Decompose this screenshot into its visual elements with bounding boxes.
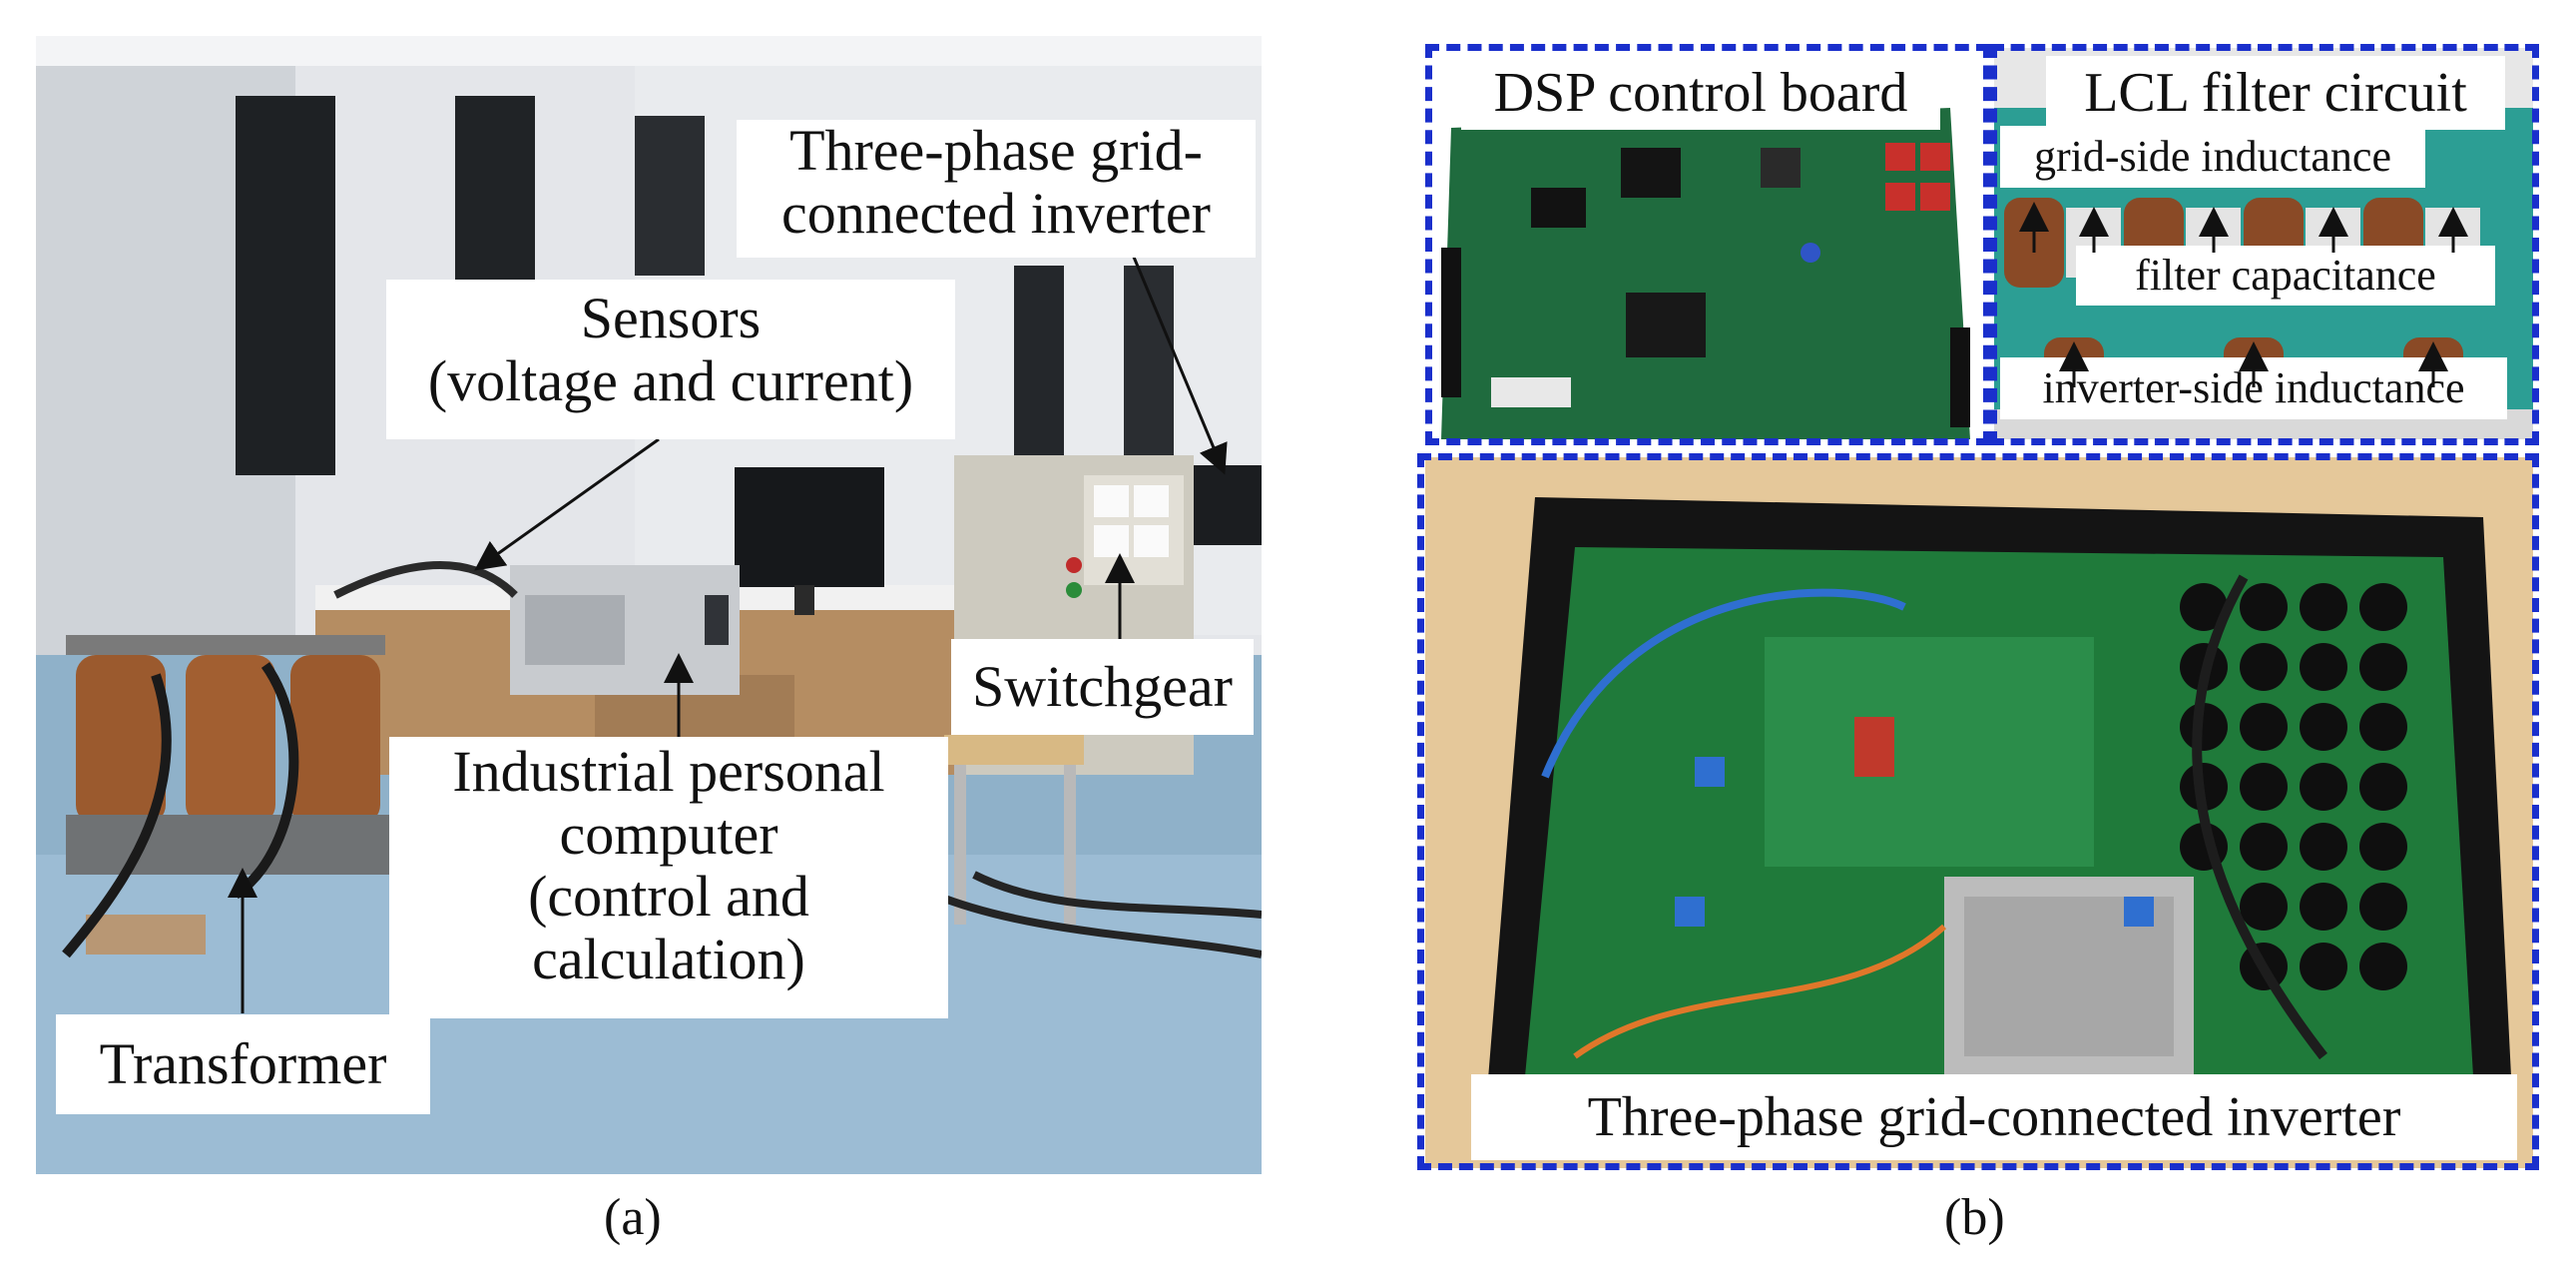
inverter-frame bbox=[1417, 453, 2539, 1170]
label-text: Transformer bbox=[99, 1031, 387, 1096]
label-grid-side-inductance: grid-side inductance bbox=[2000, 126, 2425, 188]
label-text: LCL filter circuit bbox=[2084, 62, 2467, 124]
label-filter-capacitance: filter capacitance bbox=[2076, 246, 2495, 306]
label-dsp-board: DSP control board bbox=[1461, 56, 1940, 130]
label-sensors: Sensors (voltage and current) bbox=[386, 280, 955, 439]
label-lcl-filter: LCL filter circuit bbox=[2046, 56, 2505, 130]
label-line: connected inverter bbox=[781, 180, 1211, 246]
label-line: (voltage and current) bbox=[427, 347, 914, 413]
label-switchgear: Switchgear bbox=[951, 639, 1254, 735]
label-line: Industrial personal bbox=[452, 739, 885, 804]
dsp-board-photo bbox=[1431, 48, 1978, 439]
label-text: Three-phase grid-connected inverter bbox=[1587, 1086, 2401, 1148]
dsp-board-frame bbox=[1425, 44, 1990, 445]
label-line: Three-phase grid- bbox=[789, 118, 1203, 183]
label-text: DSP control board bbox=[1493, 62, 1908, 124]
label-text: filter capacitance bbox=[2135, 251, 2436, 300]
label-line: computer bbox=[559, 801, 778, 867]
label-line: Sensors bbox=[580, 286, 762, 350]
lcl-filter-frame bbox=[1990, 44, 2539, 445]
label-three-phase-inverter-b: Three-phase grid-connected inverter bbox=[1471, 1074, 2517, 1160]
label-industrial-pc: Industrial personal computer (control an… bbox=[389, 737, 948, 1018]
lcl-arrows bbox=[2019, 202, 2468, 387]
label-text: grid-side inductance bbox=[2034, 132, 2391, 181]
label-line: calculation) bbox=[532, 926, 805, 991]
label-transformer: Transformer bbox=[56, 1014, 430, 1114]
label-three-phase-inverter-a: Three-phase grid- connected inverter bbox=[737, 118, 1256, 258]
inverter-photo bbox=[1425, 457, 2533, 1168]
caption-a: (a) bbox=[604, 1189, 662, 1246]
label-text: Switchgear bbox=[972, 654, 1233, 719]
label-line: (control and bbox=[528, 864, 809, 930]
annotation-arrows-a bbox=[228, 254, 1228, 1013]
caption-b: (b) bbox=[1944, 1189, 2005, 1246]
